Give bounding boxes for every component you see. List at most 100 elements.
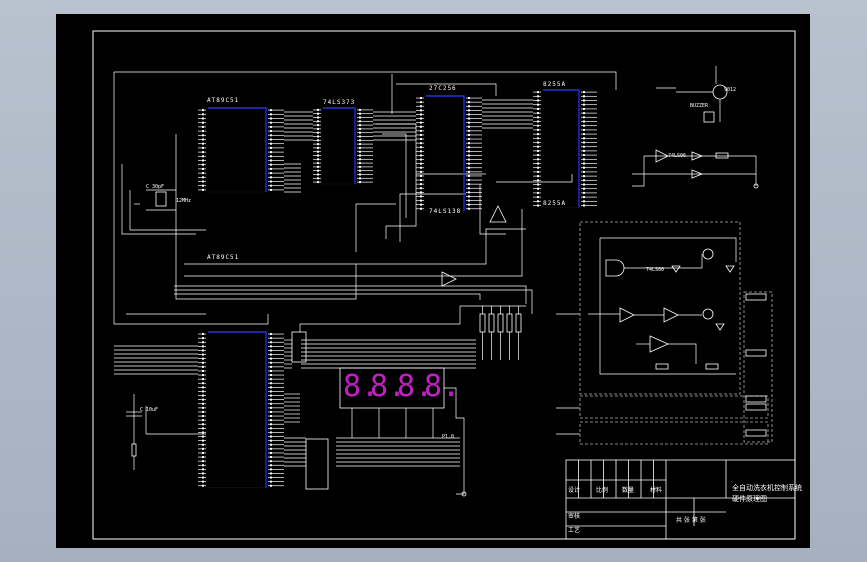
cpu-chip-bus xyxy=(208,107,267,192)
pin-dot xyxy=(270,435,272,438)
pin-dot xyxy=(468,199,470,202)
pin-dot xyxy=(583,95,585,98)
pin-dot xyxy=(468,166,470,169)
pin-dot xyxy=(359,127,361,130)
seven-seg-display: 8. 8. 8. 8. xyxy=(340,370,460,410)
pin-dot xyxy=(202,480,204,483)
wire xyxy=(376,123,417,239)
led xyxy=(691,151,704,161)
pin-dot xyxy=(202,134,204,137)
pin-dot xyxy=(420,203,422,206)
pin-dot xyxy=(270,365,272,368)
pin-dot xyxy=(202,451,204,454)
pin-dot xyxy=(317,177,319,180)
led-driver-label: 74LS06 xyxy=(668,153,687,159)
pin-dot xyxy=(359,173,361,176)
pin-dot xyxy=(537,179,539,182)
wire xyxy=(624,254,703,269)
schematic-svg xyxy=(92,30,796,540)
ppi-top-chip-bus xyxy=(543,89,580,208)
pin-dot xyxy=(468,187,470,190)
pin-dot xyxy=(202,138,204,141)
pin-dot xyxy=(317,139,319,142)
pin-dot xyxy=(317,169,319,172)
pin-dot xyxy=(420,154,422,157)
pin-dot xyxy=(420,121,422,124)
tb-scale: 比例 xyxy=(596,487,609,494)
pin-dot xyxy=(270,180,272,183)
pin-dot xyxy=(537,175,539,178)
pin-dot xyxy=(468,183,470,186)
pin-dot xyxy=(202,121,204,124)
title-line-1: 全自动洗衣机控制系统 xyxy=(732,484,802,492)
tb-quantity: 数量 xyxy=(622,487,635,494)
pin-dot xyxy=(420,129,422,132)
pin-dot xyxy=(202,184,204,187)
pin-dot xyxy=(202,476,204,479)
relay-box-3 xyxy=(579,421,769,445)
relay-gate-label: 74LS00 xyxy=(646,267,665,273)
pin-dot xyxy=(537,149,539,152)
pin-dot xyxy=(270,447,272,450)
pin-dot xyxy=(202,386,204,389)
pin-dot xyxy=(537,107,539,110)
pin-dot xyxy=(537,204,539,207)
cpu-bottom-label: AT89C51 xyxy=(207,254,240,261)
pin-dot xyxy=(270,423,272,426)
pin-dot xyxy=(270,374,272,377)
pin-dot xyxy=(468,113,470,116)
pin-dot xyxy=(468,146,470,149)
digit-4: 8. xyxy=(424,369,461,404)
diode xyxy=(671,265,681,273)
rom-label: 27C256 xyxy=(429,85,457,92)
pin-dot xyxy=(202,427,204,430)
pin-dot xyxy=(202,443,204,446)
terminal xyxy=(753,183,759,189)
pin-dot xyxy=(317,150,319,153)
pin-dot xyxy=(468,158,470,161)
pin-dot xyxy=(202,125,204,128)
pin-dot xyxy=(583,141,585,144)
pin-dot xyxy=(468,174,470,177)
pin-dot xyxy=(583,162,585,165)
pin-dot xyxy=(537,120,539,123)
pin-dot xyxy=(420,191,422,194)
pin-dot xyxy=(202,155,204,158)
pin-dot xyxy=(359,120,361,123)
pin-dot xyxy=(359,116,361,119)
pin-dot xyxy=(537,162,539,165)
nand-gate xyxy=(605,259,625,277)
pin-dot xyxy=(468,101,470,104)
pin-dot xyxy=(537,145,539,148)
pin-dot xyxy=(537,196,539,199)
pin-dot xyxy=(583,175,585,178)
pin-dot xyxy=(202,447,204,450)
pin-dot xyxy=(359,154,361,157)
inverter xyxy=(663,307,679,323)
pin-dot xyxy=(583,103,585,106)
pin-dot xyxy=(270,146,272,149)
pin-dot xyxy=(468,150,470,153)
crystal-cap-label: C 30pF xyxy=(146,184,165,190)
wire xyxy=(382,133,407,218)
wire xyxy=(479,184,506,235)
pin-dot xyxy=(270,125,272,128)
pin-dot xyxy=(420,170,422,173)
pin-dot xyxy=(270,427,272,430)
pin-dot xyxy=(202,180,204,183)
pin-dot xyxy=(202,369,204,372)
pin-dot xyxy=(420,162,422,165)
latch-small xyxy=(291,331,307,363)
pin-dot xyxy=(583,120,585,123)
pin-dot xyxy=(270,476,272,479)
inverter xyxy=(619,307,635,323)
terminal xyxy=(461,491,467,497)
pin-dot xyxy=(468,117,470,120)
pin-dot xyxy=(317,154,319,157)
pin-dot xyxy=(202,415,204,418)
pin-dot xyxy=(202,464,204,467)
pin-dot xyxy=(202,365,204,368)
pin-dot xyxy=(202,382,204,385)
led xyxy=(691,169,704,179)
pin-dot xyxy=(270,337,272,340)
